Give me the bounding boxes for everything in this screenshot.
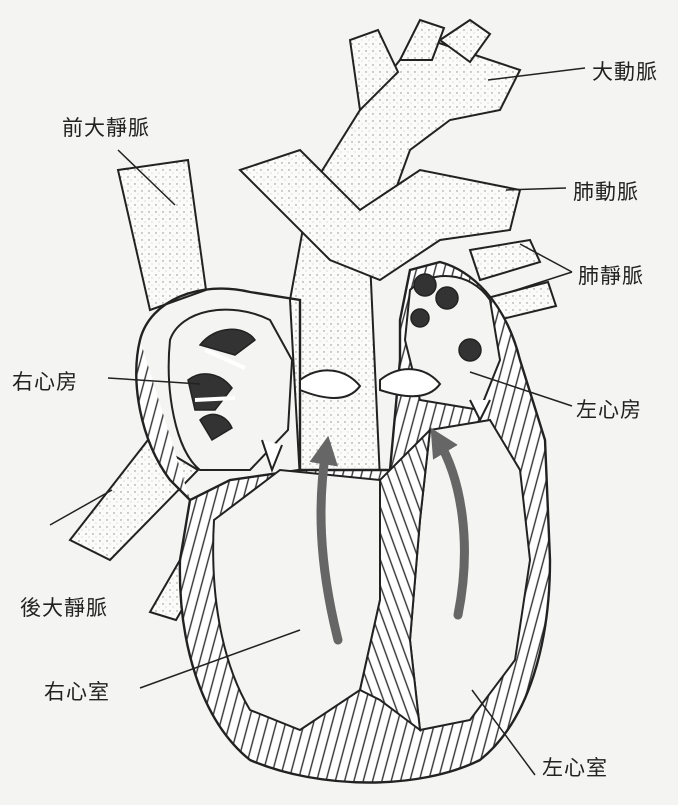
label-left-ventricle: 左心室 — [542, 752, 608, 782]
label-right-ventricle: 右心室 — [44, 676, 110, 706]
label-left-atrium: 左心房 — [576, 394, 642, 424]
label-right-atrium: 右心房 — [12, 366, 78, 396]
label-superior-vena-cava: 前大靜脈 — [62, 112, 150, 142]
label-pulmonary-artery: 肺動脈 — [573, 176, 639, 206]
label-aorta: 大動脈 — [592, 56, 658, 86]
label-inferior-vena-cava: 後大靜脈 — [20, 592, 108, 622]
label-pulmonary-vein: 肺靜脈 — [578, 260, 644, 290]
